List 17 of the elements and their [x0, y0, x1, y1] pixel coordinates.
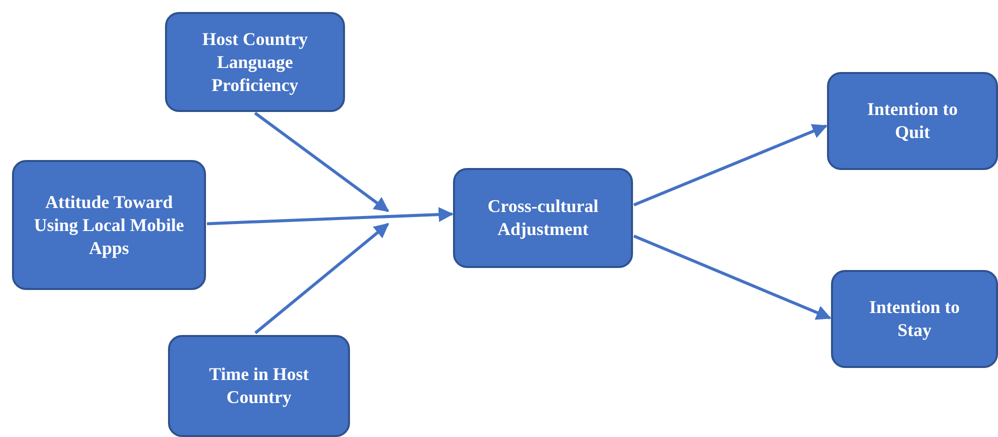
arrow — [206, 207, 454, 226]
node-label: Intention to Quit — [866, 98, 959, 144]
node-label: Attitude Toward Using Local Mobile Apps — [34, 190, 184, 260]
arrow — [254, 222, 390, 334]
process-box — [831, 270, 998, 368]
arrow — [633, 124, 828, 206]
arrow — [254, 112, 390, 212]
process-box — [453, 168, 633, 268]
node-label: Cross-cultural Adjustment — [486, 195, 600, 241]
node-label: Host Country Language Proficiency — [201, 28, 309, 96]
process-box — [165, 12, 345, 112]
process-box — [827, 72, 998, 170]
arrow — [633, 234, 832, 320]
process-box — [168, 335, 350, 437]
process-box — [12, 160, 206, 290]
node-label: Time in Host Country — [208, 363, 310, 409]
node-label: Intention to Stay — [868, 296, 961, 342]
